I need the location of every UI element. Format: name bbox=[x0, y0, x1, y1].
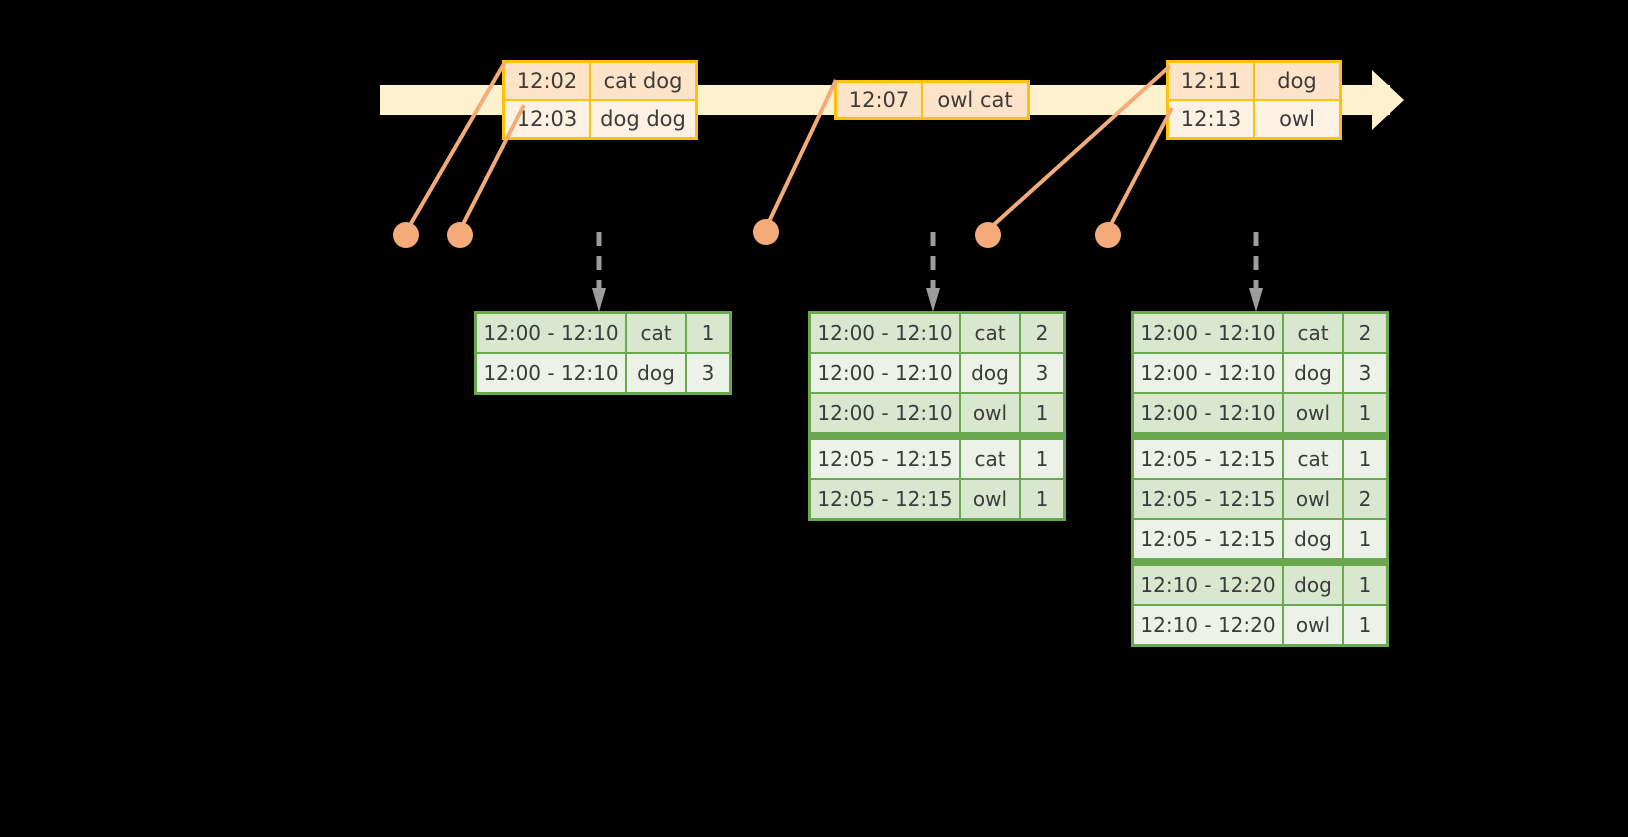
cell-window: 12:10 - 12:20 bbox=[1134, 566, 1282, 604]
dashed-arrow-2 bbox=[926, 232, 940, 312]
event-words: dog bbox=[1255, 63, 1339, 99]
table-row: 12:00 - 12:10 dog 3 bbox=[811, 354, 1063, 392]
event-row: 12:13 owl bbox=[1169, 99, 1339, 137]
result-table-2: 12:00 - 12:10 cat 2 12:00 - 12:10 dog 3 … bbox=[808, 311, 1066, 521]
cell-word: dog bbox=[1284, 354, 1342, 392]
cell-word: owl bbox=[1284, 394, 1342, 432]
connector-line-5 bbox=[1106, 107, 1174, 231]
cell-count: 2 bbox=[1021, 314, 1063, 352]
event-words: owl bbox=[1255, 101, 1339, 137]
table-row: 12:00 - 12:10 dog 3 bbox=[477, 354, 729, 392]
cell-window: 12:05 - 12:15 bbox=[1134, 440, 1282, 478]
event-row: 12:07 owl cat bbox=[837, 83, 1027, 117]
cell-count: 1 bbox=[1021, 440, 1063, 478]
cell-window: 12:05 - 12:15 bbox=[1134, 480, 1282, 518]
cell-window: 12:00 - 12:10 bbox=[811, 354, 959, 392]
cell-window: 12:05 - 12:15 bbox=[811, 480, 959, 518]
window-group-separator bbox=[1134, 434, 1386, 438]
cell-count: 3 bbox=[1021, 354, 1063, 392]
cell-window: 12:00 - 12:10 bbox=[1134, 394, 1282, 432]
cell-word: owl bbox=[961, 394, 1019, 432]
event-time: 12:07 bbox=[837, 83, 923, 117]
connector-dot-5 bbox=[1095, 222, 1121, 248]
event-box-1[interactable]: 12:02 cat dog 12:03 dog dog bbox=[502, 60, 698, 140]
cell-window: 12:10 - 12:20 bbox=[1134, 606, 1282, 644]
cell-count: 1 bbox=[1344, 394, 1386, 432]
table-row: 12:10 - 12:20 owl 1 bbox=[1134, 606, 1386, 644]
cell-word: cat bbox=[1284, 440, 1342, 478]
event-box-2[interactable]: 12:07 owl cat bbox=[834, 80, 1030, 120]
cell-word: owl bbox=[1284, 606, 1342, 644]
table-row: 12:00 - 12:10 cat 1 bbox=[477, 314, 729, 352]
cell-word: cat bbox=[961, 314, 1019, 352]
cell-word: cat bbox=[961, 440, 1019, 478]
event-words: cat dog bbox=[591, 63, 695, 99]
cell-window: 12:00 - 12:10 bbox=[811, 394, 959, 432]
event-words: dog dog bbox=[591, 101, 695, 137]
event-row: 12:03 dog dog bbox=[505, 99, 695, 137]
event-time: 12:13 bbox=[1169, 101, 1255, 137]
cell-word: dog bbox=[961, 354, 1019, 392]
connector-dot-4 bbox=[975, 222, 1001, 248]
table-row: 12:05 - 12:15 cat 1 bbox=[811, 440, 1063, 478]
table-row: 12:00 - 12:10 cat 2 bbox=[1134, 314, 1386, 352]
cell-word: cat bbox=[627, 314, 685, 352]
cell-word: owl bbox=[1284, 480, 1342, 518]
cell-window: 12:00 - 12:10 bbox=[1134, 314, 1282, 352]
event-words: owl cat bbox=[923, 83, 1027, 117]
cell-window: 12:00 - 12:10 bbox=[811, 314, 959, 352]
table-row: 12:05 - 12:15 owl 1 bbox=[811, 480, 1063, 518]
cell-word: dog bbox=[627, 354, 685, 392]
cell-count: 2 bbox=[1344, 314, 1386, 352]
cell-window: 12:05 - 12:15 bbox=[1134, 520, 1282, 558]
window-group-separator bbox=[1134, 560, 1386, 564]
table-row: 12:10 - 12:20 dog 1 bbox=[1134, 566, 1386, 604]
cell-count: 1 bbox=[1344, 520, 1386, 558]
result-table-1: 12:00 - 12:10 cat 1 12:00 - 12:10 dog 3 bbox=[474, 311, 732, 395]
cell-word: cat bbox=[1284, 314, 1342, 352]
table-row: 12:05 - 12:15 owl 2 bbox=[1134, 480, 1386, 518]
table-row: 12:05 - 12:15 dog 1 bbox=[1134, 520, 1386, 558]
table-row: 12:00 - 12:10 dog 3 bbox=[1134, 354, 1386, 392]
timeline-arrowhead bbox=[1372, 70, 1404, 130]
table-row: 12:00 - 12:10 cat 2 bbox=[811, 314, 1063, 352]
event-row: 12:02 cat dog bbox=[505, 63, 695, 99]
cell-word: dog bbox=[1284, 520, 1342, 558]
event-time: 12:03 bbox=[505, 101, 591, 137]
cell-word: dog bbox=[1284, 566, 1342, 604]
event-time: 12:11 bbox=[1169, 63, 1255, 99]
cell-window: 12:00 - 12:10 bbox=[1134, 354, 1282, 392]
cell-count: 1 bbox=[1021, 480, 1063, 518]
cell-count: 1 bbox=[1344, 440, 1386, 478]
cell-count: 1 bbox=[1344, 566, 1386, 604]
connector-dot-2 bbox=[447, 222, 473, 248]
cell-window: 12:00 - 12:10 bbox=[477, 314, 625, 352]
connector-dot-3 bbox=[753, 219, 779, 245]
cell-count: 1 bbox=[1021, 394, 1063, 432]
table-row: 12:05 - 12:15 cat 1 bbox=[1134, 440, 1386, 478]
cell-count: 1 bbox=[1344, 606, 1386, 644]
cell-window: 12:00 - 12:10 bbox=[477, 354, 625, 392]
table-row: 12:00 - 12:10 owl 1 bbox=[811, 394, 1063, 432]
cell-count: 3 bbox=[1344, 354, 1386, 392]
connector-dot-1 bbox=[393, 222, 419, 248]
cell-count: 3 bbox=[687, 354, 729, 392]
event-row: 12:11 dog bbox=[1169, 63, 1339, 99]
dashed-arrow-3 bbox=[1249, 232, 1263, 312]
table-row: 12:00 - 12:10 owl 1 bbox=[1134, 394, 1386, 432]
cell-window: 12:05 - 12:15 bbox=[811, 440, 959, 478]
dashed-arrow-1 bbox=[592, 232, 606, 312]
window-group-separator bbox=[811, 434, 1063, 438]
event-time: 12:02 bbox=[505, 63, 591, 99]
cell-count: 1 bbox=[687, 314, 729, 352]
event-box-3[interactable]: 12:11 dog 12:13 owl bbox=[1166, 60, 1342, 140]
cell-word: owl bbox=[961, 480, 1019, 518]
result-table-3: 12:00 - 12:10 cat 2 12:00 - 12:10 dog 3 … bbox=[1131, 311, 1389, 647]
cell-count: 2 bbox=[1344, 480, 1386, 518]
